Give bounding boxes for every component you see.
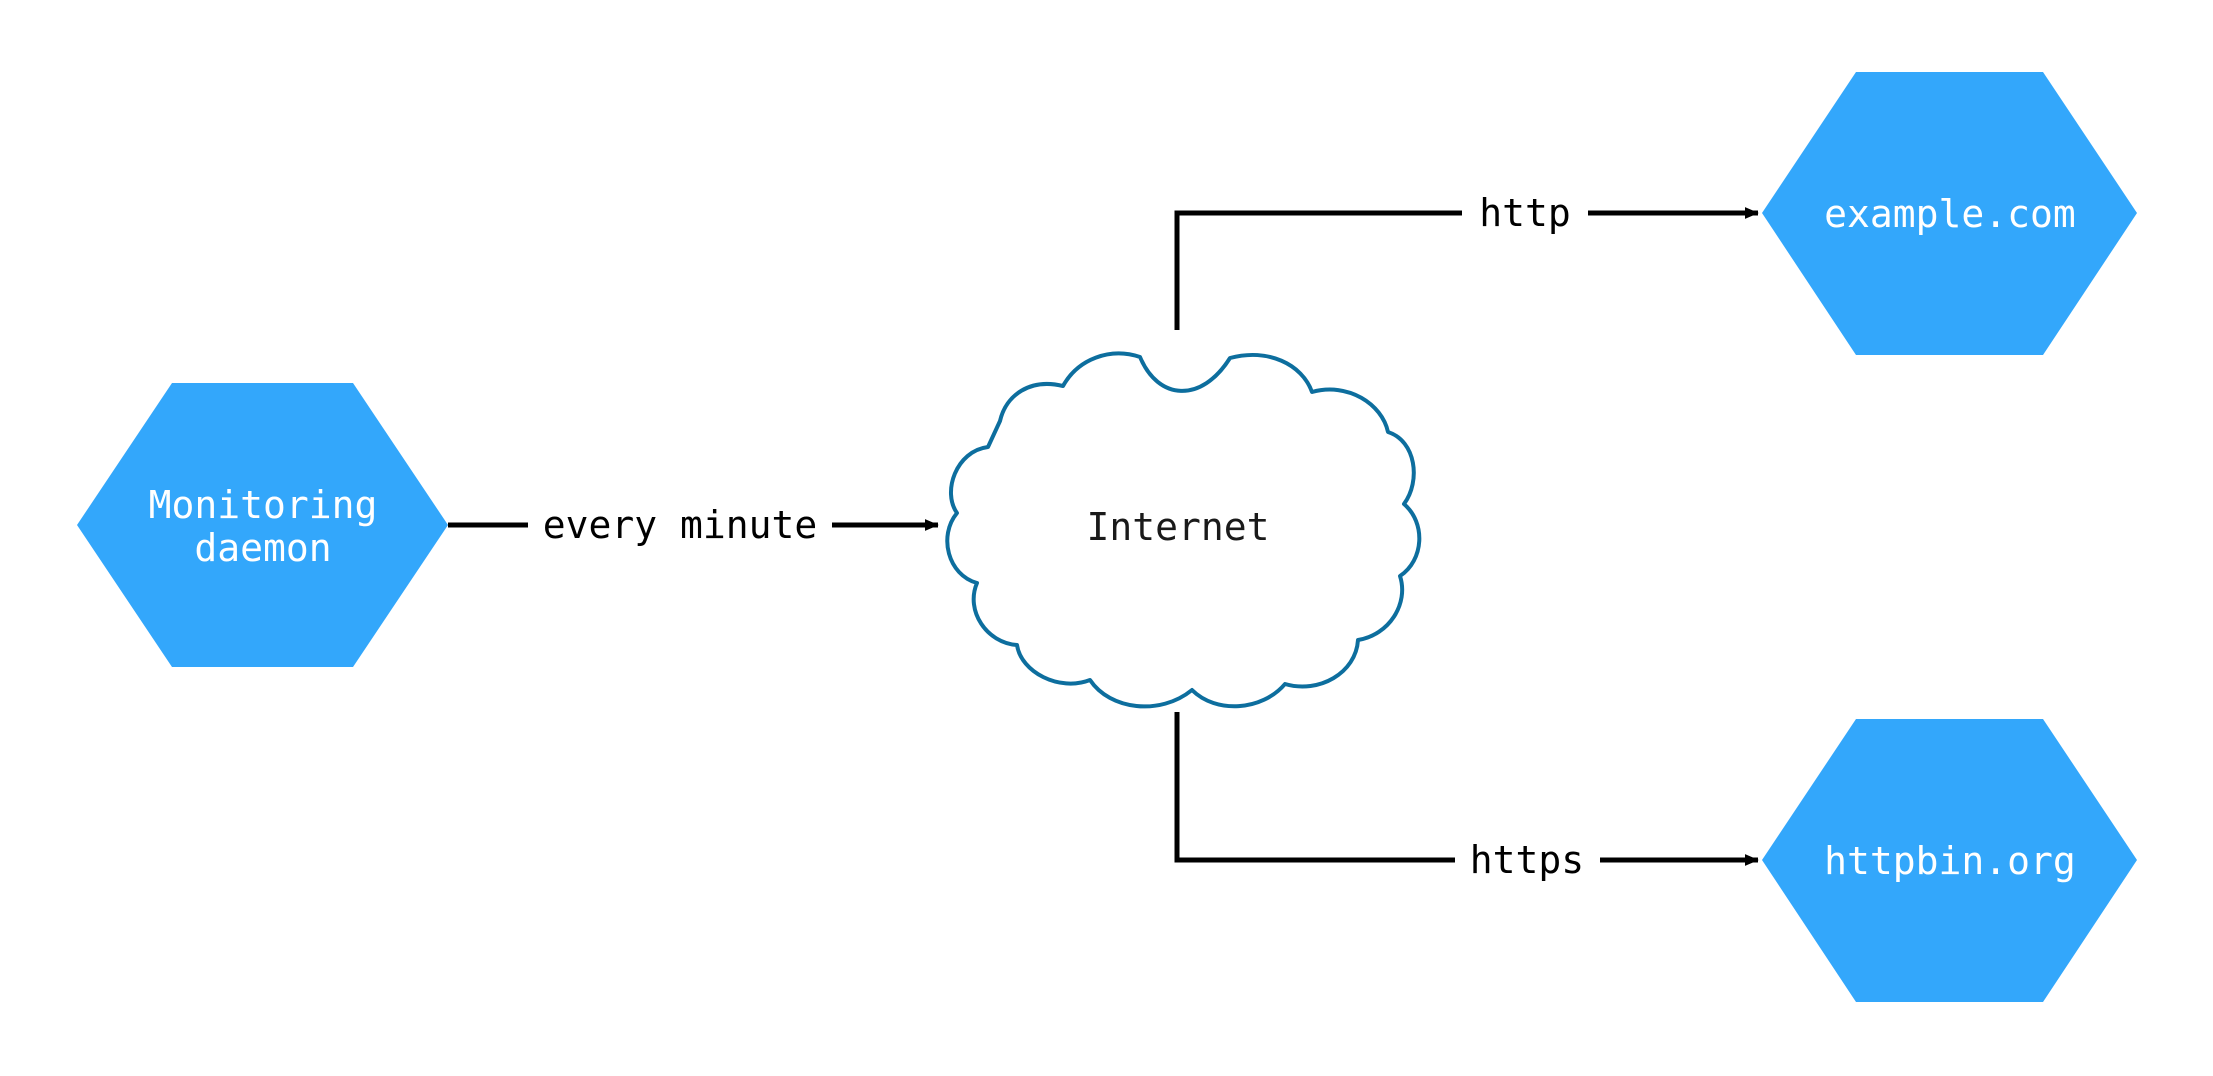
- example-com-hexagon-shape: [1762, 72, 2137, 355]
- httpbin-org-hexagon-shape: [1762, 719, 2137, 1002]
- node-monitoring-daemon[interactable]: Monitoring daemon: [77, 383, 448, 667]
- edge-internet-to-example[interactable]: http: [1174, 191, 1759, 330]
- node-httpbin-org[interactable]: httpbin.org: [1762, 719, 2137, 1002]
- internet-cloud-shape: [945, 351, 1422, 709]
- node-internet[interactable]: Internet: [945, 351, 1422, 709]
- monitoring-daemon-label-line1: Monitoring: [149, 483, 378, 527]
- example-com-label: example.com: [1824, 192, 2076, 236]
- edge-daemon-to-internet[interactable]: every minute: [448, 503, 939, 547]
- edge-internet-to-httpbin-elbow: [1174, 712, 1455, 863]
- node-example-com[interactable]: example.com: [1762, 72, 2137, 355]
- monitoring-daemon-label-line2: daemon: [194, 526, 331, 570]
- edge-internet-to-httpbin[interactable]: https: [1174, 712, 1759, 882]
- edge-label-http: http: [1479, 191, 1571, 235]
- httpbin-org-label: httpbin.org: [1824, 839, 2076, 883]
- edge-label-every-minute: every minute: [543, 503, 818, 547]
- internet-label: Internet: [1086, 505, 1269, 549]
- edge-internet-to-example-elbow: [1174, 210, 1462, 330]
- edge-label-https: https: [1470, 838, 1584, 882]
- monitoring-daemon-hexagon-shape: [77, 383, 448, 667]
